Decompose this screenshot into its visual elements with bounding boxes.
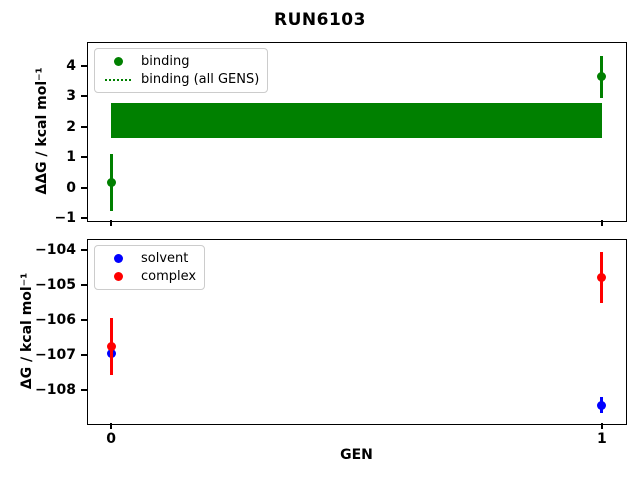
y-tick-label: 2 bbox=[66, 118, 76, 135]
x-tick bbox=[600, 220, 603, 226]
y-tick bbox=[81, 64, 87, 67]
y-tick-label: −105 bbox=[35, 277, 76, 294]
y-tick-label: 1 bbox=[66, 149, 76, 166]
legend-item-label: binding (all GENS) bbox=[141, 72, 260, 87]
y-tick bbox=[81, 125, 87, 128]
y-tick bbox=[81, 354, 87, 357]
y-tick-label: −108 bbox=[35, 382, 76, 399]
legend-dot-icon bbox=[113, 57, 123, 66]
y-tick bbox=[81, 389, 87, 392]
y-tick-label: 0 bbox=[66, 179, 76, 196]
y-tick-label: −104 bbox=[35, 242, 76, 259]
y-tick bbox=[81, 186, 87, 189]
figure-title: RUN6103 bbox=[274, 10, 366, 30]
x-axis-label: GEN bbox=[340, 447, 373, 463]
bottom-legend: solvent complex bbox=[94, 245, 206, 290]
y-tick-label: −107 bbox=[35, 347, 76, 364]
x-tick-label: 0 bbox=[106, 431, 116, 447]
y-tick bbox=[81, 249, 87, 252]
uncertainty-band bbox=[111, 102, 602, 138]
top-legend: binding binding (all GENS) bbox=[94, 48, 269, 93]
legend-item-label: solvent bbox=[141, 251, 189, 266]
top-plot-area: binding binding (all GENS) bbox=[87, 42, 627, 222]
legend-dot-icon bbox=[113, 254, 123, 263]
y-tick bbox=[81, 156, 87, 159]
x-tick-label: 1 bbox=[597, 431, 607, 447]
y-tick bbox=[81, 319, 87, 322]
data-point-marker bbox=[597, 72, 607, 82]
legend-item-label: binding bbox=[141, 54, 190, 69]
legend-item: binding (all GENS) bbox=[103, 72, 259, 87]
y-tick bbox=[81, 95, 87, 98]
legend-item: complex bbox=[103, 269, 196, 284]
y-tick-label: 4 bbox=[66, 57, 76, 74]
y-tick-label: −106 bbox=[35, 312, 76, 329]
x-tick bbox=[110, 423, 113, 429]
legend-item-label: complex bbox=[141, 269, 197, 284]
bottom-plot-area: solvent complex bbox=[87, 239, 627, 425]
y-tick bbox=[81, 284, 87, 287]
data-point-marker bbox=[106, 178, 116, 188]
legend-item: binding bbox=[103, 54, 259, 69]
y-tick-label: 3 bbox=[66, 88, 76, 105]
legend-dot-icon bbox=[113, 272, 123, 281]
x-tick bbox=[110, 220, 113, 226]
data-point-marker bbox=[106, 341, 116, 351]
y-tick-label: −1 bbox=[54, 210, 76, 227]
data-point-marker bbox=[597, 400, 607, 410]
legend-item: solvent bbox=[103, 251, 196, 266]
x-tick bbox=[600, 423, 603, 429]
y-tick bbox=[81, 217, 87, 220]
data-point-marker bbox=[597, 272, 607, 282]
legend-dotted-line-icon bbox=[105, 78, 131, 81]
